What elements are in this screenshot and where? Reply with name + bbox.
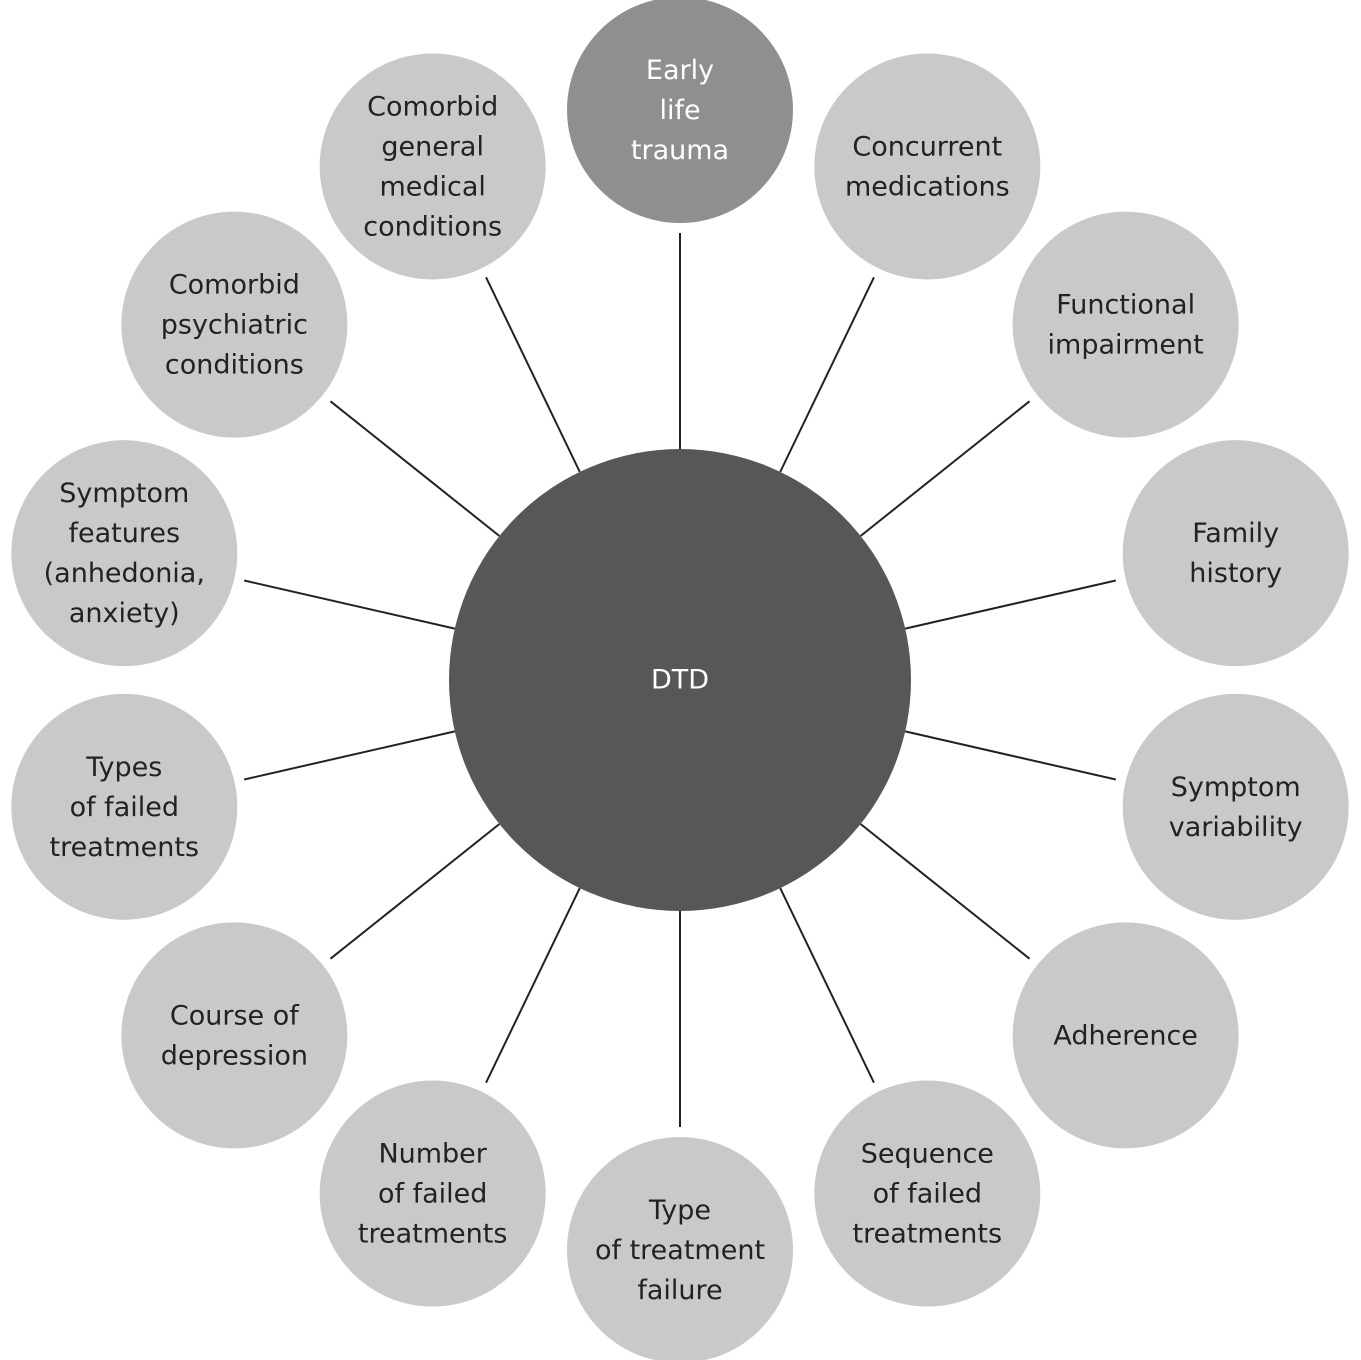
center-circle xyxy=(449,449,911,911)
node-label-line: Concurrent xyxy=(852,131,1002,162)
node-label-line: medications xyxy=(845,171,1010,202)
node-label-line: Type xyxy=(648,1195,711,1226)
node-label-line: of failed xyxy=(70,791,179,822)
node-sequence-of-failed-treatments: Sequence of failed treatments xyxy=(814,1080,1041,1307)
node-label-family-history: Family history xyxy=(1189,518,1282,589)
node-label-comorbid-general-medical-conditions: Comorbid general medical conditions xyxy=(363,91,502,242)
node-circle-sequence-of-failed-treatments xyxy=(814,1080,1041,1307)
node-circle-symptom-features xyxy=(11,440,238,667)
node-label-line: trauma xyxy=(631,135,729,166)
node-adherence: Adherence xyxy=(1012,922,1239,1149)
node-comorbid-general-medical-conditions: Comorbid general medical conditions xyxy=(319,53,546,280)
node-label-number-of-failed-treatments: Number of failed treatments xyxy=(358,1138,508,1249)
node-course-of-depression: Course of depression xyxy=(121,922,348,1149)
node-comorbid-psychiatric-conditions: Comorbid psychiatric conditions xyxy=(121,211,348,438)
node-label-line: conditions xyxy=(363,211,502,242)
node-label-line: depression xyxy=(161,1040,308,1071)
node-label-line: Comorbid xyxy=(169,269,300,300)
node-label-line: of failed xyxy=(378,1178,487,1209)
spoke-course-of-depression xyxy=(329,823,501,960)
node-label-course-of-depression: Course of depression xyxy=(161,1000,308,1071)
node-symptom-features: Symptom features (anhedonia, anxiety) xyxy=(11,440,238,667)
node-label-line: Symptom xyxy=(59,478,189,509)
spoke-adherence xyxy=(859,823,1031,960)
node-label-adherence: Adherence xyxy=(1053,1020,1198,1051)
node-number-of-failed-treatments: Number of failed treatments xyxy=(319,1080,546,1307)
node-label-line: anxiety) xyxy=(69,598,180,629)
node-circle-adherence xyxy=(1012,922,1239,1149)
node-circle-types-of-failed-treatments xyxy=(11,693,238,920)
node-functional-impairment: Functional impairment xyxy=(1012,211,1239,438)
node-label-line: impairment xyxy=(1048,329,1204,360)
node-family-history: Family history xyxy=(1122,440,1349,667)
node-label-line: psychiatric xyxy=(161,309,308,340)
node-label-line: Functional xyxy=(1056,289,1195,320)
spoke-sequence-of-failed-treatments xyxy=(779,887,875,1084)
node-symptom-variability: Symptom variability xyxy=(1122,693,1349,920)
node-label-line: conditions xyxy=(165,349,304,380)
node-circle-type-of-treatment-failure xyxy=(567,1137,793,1360)
node-label-line: medical xyxy=(379,171,485,202)
node-label-symptom-variability: Symptom variability xyxy=(1169,771,1303,842)
node-label-line: Symptom xyxy=(1171,771,1301,802)
node-label-line: features xyxy=(69,518,181,549)
spoke-family-history xyxy=(904,579,1117,630)
node-label-line: Family xyxy=(1192,518,1279,549)
node-label-line: variability xyxy=(1169,811,1303,842)
node-circle-number-of-failed-treatments xyxy=(319,1080,546,1307)
node-label-early-life-trauma: Early life trauma xyxy=(631,55,729,166)
spoke-concurrent-medications xyxy=(779,276,875,473)
node-label-line: Comorbid xyxy=(367,91,498,122)
spoke-symptom-features xyxy=(243,579,456,630)
node-label-concurrent-medications: Concurrent medications xyxy=(845,131,1010,202)
spokes-group xyxy=(243,233,1117,1127)
center-node: DTD xyxy=(449,449,911,911)
node-label-line: treatments xyxy=(50,831,200,862)
spoke-number-of-failed-treatments xyxy=(485,887,581,1084)
spoke-types-of-failed-treatments xyxy=(243,730,456,781)
node-label-line: treatments xyxy=(358,1218,508,1249)
node-label-line: Number xyxy=(378,1138,487,1169)
node-label-line: Types xyxy=(85,751,162,782)
spoke-comorbid-psychiatric-conditions xyxy=(329,400,501,537)
node-types-of-failed-treatments: Types of failed treatments xyxy=(11,693,238,920)
node-label-type-of-treatment-failure: Type of treatment failure xyxy=(595,1195,765,1306)
node-circle-functional-impairment xyxy=(1012,211,1239,438)
node-circle-family-history xyxy=(1122,440,1349,667)
node-label-symptom-features: Symptom features (anhedonia, anxiety) xyxy=(44,478,205,629)
node-label-sequence-of-failed-treatments: Sequence of failed treatments xyxy=(853,1138,1003,1249)
node-label-line: of failed xyxy=(873,1178,982,1209)
node-circle-comorbid-general-medical-conditions xyxy=(319,53,546,280)
node-label-line: Early xyxy=(646,55,714,86)
node-label-line: Course of xyxy=(170,1000,300,1031)
node-label-comorbid-psychiatric-conditions: Comorbid psychiatric conditions xyxy=(161,269,308,380)
node-label-line: Sequence xyxy=(861,1138,994,1169)
node-label-line: treatments xyxy=(853,1218,1003,1249)
node-circle-course-of-depression xyxy=(121,922,348,1149)
node-label-types-of-failed-treatments: Types of failed treatments xyxy=(50,751,200,862)
spoke-functional-impairment xyxy=(859,400,1031,537)
center-label: DTD xyxy=(651,665,709,696)
node-label-functional-impairment: Functional impairment xyxy=(1048,289,1204,360)
node-label-line: history xyxy=(1189,558,1282,589)
outer-nodes-group: Early life trauma Concurrent medicationsFunc… xyxy=(11,0,1349,1360)
node-label-line: life xyxy=(659,95,700,126)
node-label-line: (anhedonia, xyxy=(44,558,205,589)
node-early-life-trauma: Early life trauma xyxy=(567,0,793,223)
node-circle-concurrent-medications xyxy=(814,53,1041,280)
node-label-line: failure xyxy=(637,1275,722,1306)
node-label-line: of treatment xyxy=(595,1235,765,1266)
node-circle-early-life-trauma xyxy=(567,0,793,223)
spoke-symptom-variability xyxy=(904,730,1117,781)
node-circle-comorbid-psychiatric-conditions xyxy=(121,211,348,438)
node-type-of-treatment-failure: Type of treatment failure xyxy=(567,1137,793,1360)
node-concurrent-medications: Concurrent medications xyxy=(814,53,1041,280)
node-circle-symptom-variability xyxy=(1122,693,1349,920)
node-label-line: Adherence xyxy=(1053,1020,1198,1051)
spoke-comorbid-general-medical-conditions xyxy=(485,276,581,473)
node-label-line: general xyxy=(381,131,484,162)
